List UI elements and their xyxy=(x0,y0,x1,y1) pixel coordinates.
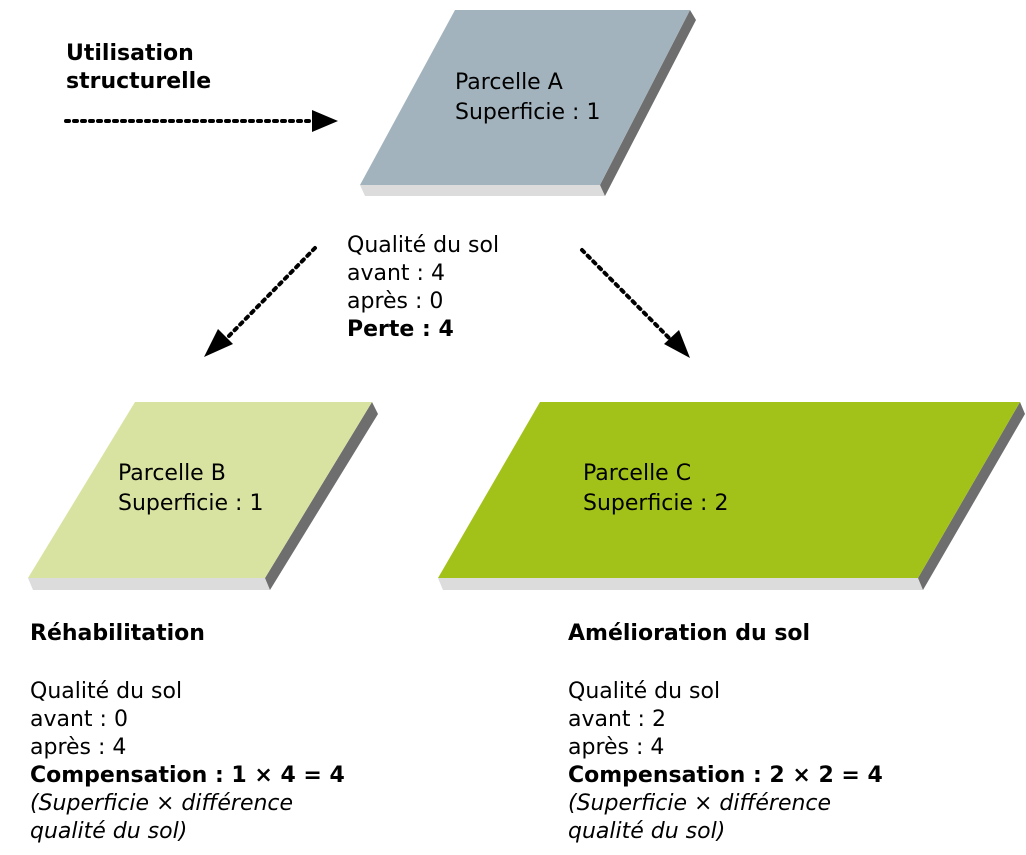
improve-after: après : 4 xyxy=(568,735,665,760)
parcel-a-top xyxy=(360,10,690,185)
parcel-b-slab xyxy=(28,402,378,590)
improve-note-line1: (Superficie × différence xyxy=(568,791,832,816)
parcel-b-top xyxy=(28,402,372,578)
rehab-before: avant : 0 xyxy=(30,707,128,732)
rehab-note-line2: qualité du sol) xyxy=(30,819,188,844)
parcel-b-name: Parcelle B xyxy=(118,461,226,486)
parcel-b-area: Superficie : 1 xyxy=(118,491,264,516)
structural-use-label-line2: structurelle xyxy=(66,69,212,94)
structural-use-label-line1: Utilisation xyxy=(66,41,194,66)
parcel-a-slab xyxy=(360,10,696,196)
improve-quality-label: Qualité du sol xyxy=(568,679,721,704)
improve-before: avant : 2 xyxy=(568,707,666,732)
rehab-note-line1: (Superficie × différence xyxy=(30,791,294,816)
parcel-c-slab xyxy=(438,402,1025,590)
arrow-to-parcel-c-head xyxy=(664,330,690,358)
loss-after: après : 0 xyxy=(347,289,444,314)
improve-title: Amélioration du sol xyxy=(568,621,811,646)
arrow-to-parcel-b-head xyxy=(204,329,233,357)
rehab-compensation: Compensation : 1 × 4 = 4 xyxy=(30,763,345,788)
rehab-quality-label: Qualité du sol xyxy=(30,679,183,704)
arrow-structural-use-head xyxy=(312,110,338,132)
parcel-a-name: Parcelle A xyxy=(455,70,563,95)
loss-total: Perte : 4 xyxy=(347,317,454,342)
loss-before: avant : 4 xyxy=(347,261,445,286)
arrow-to-parcel-b xyxy=(223,246,317,342)
parcel-c-name: Parcelle C xyxy=(583,461,692,486)
loss-quality-label: Qualité du sol xyxy=(347,233,500,258)
rehab-title: Réhabilitation xyxy=(30,621,205,646)
parcel-c-area: Superficie : 2 xyxy=(583,491,729,516)
improve-compensation: Compensation : 2 × 2 = 4 xyxy=(568,763,883,788)
improve-note-line2: qualité du sol) xyxy=(568,819,726,844)
arrow-to-parcel-c xyxy=(580,248,675,344)
parcel-c-top xyxy=(438,402,1020,578)
parcel-a-area: Superficie : 1 xyxy=(455,100,601,125)
rehab-after: après : 4 xyxy=(30,735,127,760)
